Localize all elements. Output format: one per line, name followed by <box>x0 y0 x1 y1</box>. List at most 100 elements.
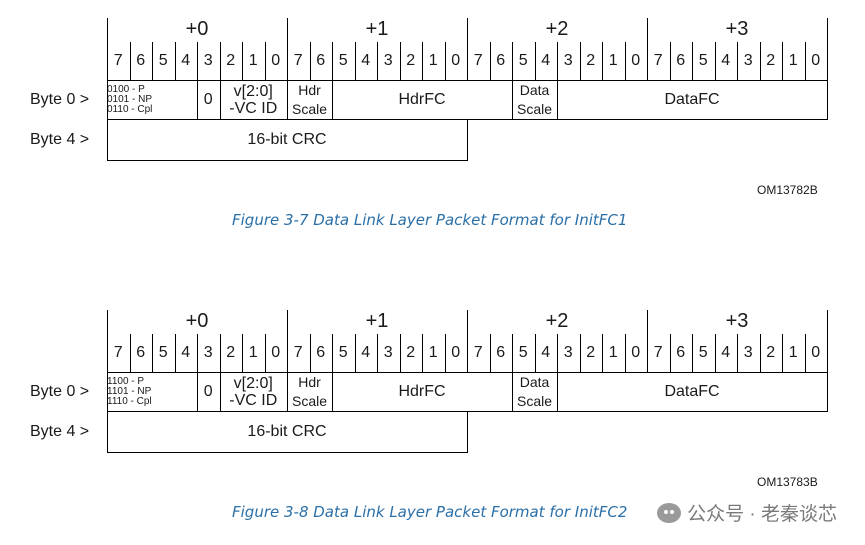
bit-number: 4 <box>721 344 731 361</box>
field-divider-line <box>287 372 288 411</box>
field-divider-line <box>332 372 333 411</box>
bit-number: 2 <box>226 344 236 361</box>
bit-divider-line <box>624 334 626 372</box>
datafc-field: DataFC <box>664 90 720 108</box>
bit-number: 4 <box>181 344 191 361</box>
bit-divider-line <box>579 42 581 80</box>
byte-offset-label: +3 <box>725 310 749 332</box>
field-divider-line <box>467 119 468 160</box>
data-scale-field-line: Scale <box>516 392 553 409</box>
field-divider-line <box>107 372 108 411</box>
bit-number: 5 <box>518 52 528 69</box>
bit-number: 0 <box>271 344 281 361</box>
bit-divider-line <box>557 334 558 372</box>
bit-divider-line <box>422 42 423 80</box>
bit-divider-line <box>219 334 221 372</box>
bit-divider-line <box>714 42 716 80</box>
bit-divider-line <box>399 42 401 80</box>
bit-divider-line <box>737 334 738 372</box>
crc-field: 16-bit CRC <box>247 422 327 440</box>
wechat-icon <box>657 502 682 523</box>
row-label-byte-0: Byte 0 > <box>30 90 90 108</box>
bit-number: 5 <box>158 344 168 361</box>
byte-boundary-line <box>467 18 468 80</box>
bit-number: 3 <box>203 344 213 361</box>
bit-number: 7 <box>293 52 303 69</box>
bit-number: 5 <box>338 344 348 361</box>
bit-number: 0 <box>631 52 641 69</box>
bit-divider-line <box>692 334 693 372</box>
bit-number: 3 <box>743 52 753 69</box>
bit-divider-line <box>444 42 446 80</box>
bit-number: 1 <box>248 52 258 69</box>
bit-divider-line <box>174 334 176 372</box>
byte-boundary-line <box>827 310 828 372</box>
bit-number: 1 <box>608 52 618 69</box>
bit-number: 6 <box>496 344 506 361</box>
hdrfc-field: HdrFC <box>398 382 446 400</box>
reserved-bit-field: 0 <box>203 90 213 108</box>
bit-number: 5 <box>338 52 348 69</box>
vc-id-field: v[2:0]-VC ID <box>220 372 288 411</box>
field-divider-line <box>197 80 198 119</box>
bit-number: 4 <box>361 344 371 361</box>
bit-divider-line <box>714 334 716 372</box>
field-divider-line <box>557 372 558 411</box>
hdr-scale-field-line: Hdr <box>298 81 321 98</box>
byte-boundary-line <box>467 310 468 372</box>
watermark-text: 公众号 · 老秦谈芯 <box>687 504 837 525</box>
bit-number: 7 <box>473 344 483 361</box>
bit-number: 0 <box>451 344 461 361</box>
bit-number: 7 <box>653 344 663 361</box>
bit-divider-line <box>512 334 513 372</box>
type-field-line: 0100 - P <box>107 83 145 95</box>
bit-divider-line <box>737 42 738 80</box>
bit-divider-line <box>692 42 693 80</box>
bit-divider-line <box>219 42 221 80</box>
bit-number: 0 <box>271 52 281 69</box>
byte-offset-label: +1 <box>365 18 389 40</box>
bit-divider-line <box>332 42 333 80</box>
field-divider-line <box>287 80 288 119</box>
bit-number: 1 <box>428 344 438 361</box>
bit-divider-line <box>669 42 671 80</box>
vc-id-field-line: v[2:0] <box>233 374 273 392</box>
bit-divider-line <box>197 334 198 372</box>
bit-number: 4 <box>721 52 731 69</box>
bit-divider-line <box>534 42 536 80</box>
field-divider-line <box>107 119 108 160</box>
bit-divider-line <box>782 42 783 80</box>
bit-number: 1 <box>428 52 438 69</box>
figure-id: OM13782B <box>757 183 818 197</box>
vc-id-field: v[2:0]-VC ID <box>220 80 288 119</box>
hdr-scale-field-line: Hdr <box>298 373 321 390</box>
bit-number: 5 <box>518 344 528 361</box>
bit-divider-line <box>197 42 198 80</box>
bit-divider-line <box>534 334 536 372</box>
bit-number: 2 <box>586 344 596 361</box>
bit-divider-line <box>759 42 761 80</box>
data-scale-field-line: Data <box>519 81 550 98</box>
hdr-scale-field-line: Scale <box>291 100 328 117</box>
bit-number: 4 <box>361 52 371 69</box>
bit-divider-line <box>489 334 491 372</box>
bit-divider-line <box>129 334 131 372</box>
bit-number: 0 <box>811 344 821 361</box>
bit-number: 2 <box>406 344 416 361</box>
bit-number: 0 <box>811 52 821 69</box>
field-divider-line <box>197 372 198 411</box>
byte-offset-label: +2 <box>545 18 569 40</box>
bit-divider-line <box>602 42 603 80</box>
bit-divider-line <box>152 334 153 372</box>
bit-divider-line <box>399 334 401 372</box>
bit-divider-line <box>152 42 153 80</box>
byte-offset-label: +1 <box>365 310 389 332</box>
type-field-line: 1101 - NP <box>107 385 152 397</box>
bit-divider-line <box>557 42 558 80</box>
bit-number: 7 <box>473 52 483 69</box>
bit-number: 2 <box>766 52 776 69</box>
